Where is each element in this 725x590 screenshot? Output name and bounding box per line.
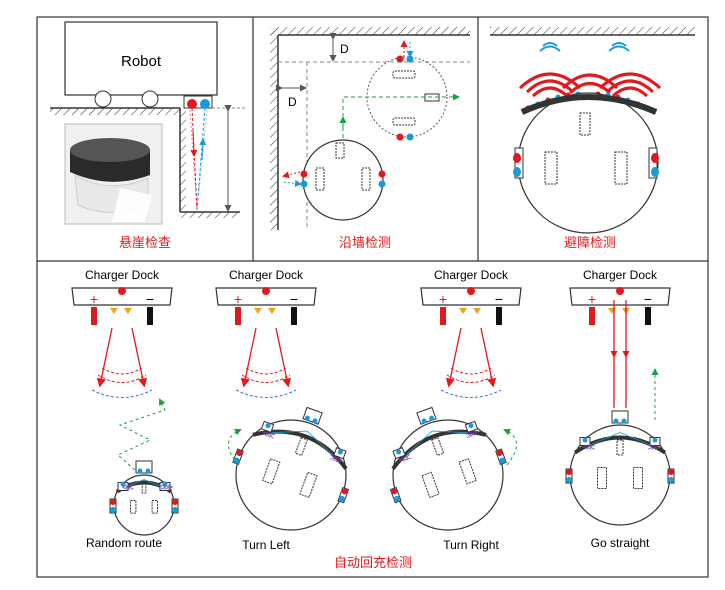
dock-emitter [616, 287, 624, 295]
ir-beam-turn-right [440, 327, 502, 398]
dock-ir-emitters [608, 308, 630, 314]
mode-label-random-route: Random route [86, 536, 162, 550]
dock-contact-positive [91, 307, 97, 325]
wall-caption: 沿墙检测 [339, 236, 391, 251]
cliff-emit-beam [191, 107, 198, 211]
robot-label: Robot [121, 53, 162, 70]
d-label-left: D [288, 95, 297, 109]
d-label-top: D [340, 42, 349, 56]
dock-plus: + [90, 291, 98, 307]
dock-minus: − [146, 291, 154, 307]
dock-label: Charger Dock [434, 268, 509, 282]
charger-dock [215, 287, 317, 306]
dock-contact-negative [291, 307, 297, 325]
dock-plus: + [234, 291, 242, 307]
cliff-receiver [200, 99, 210, 109]
svg-text:⋘: ⋘ [122, 482, 135, 492]
robot-wheel-right [141, 90, 159, 108]
dock-contact-positive [440, 307, 446, 325]
recharge-mode-turn-left: Charger Dock + − [215, 268, 317, 325]
dock-minus: − [495, 291, 503, 307]
outer-border [36, 16, 709, 578]
robot-turn-right [392, 419, 504, 531]
dock-contact-negative [147, 307, 153, 325]
cliff-caption: 悬崖检查 [119, 236, 171, 251]
svg-text:⋙: ⋙ [328, 452, 344, 466]
robot-turn-left [235, 419, 347, 531]
cliff-panel: Robot 悬崖检查 [50, 21, 245, 251]
path-random [117, 398, 166, 471]
mode-label-turn-left: Turn Left [242, 538, 290, 552]
dock-ir-emitters [254, 308, 276, 314]
path-turn-left [228, 428, 242, 466]
robot-wheel-left [94, 90, 112, 108]
dock-ir-emitters [110, 308, 132, 314]
path-turn-right [503, 428, 517, 466]
dock-emitter [262, 287, 270, 295]
svg-text:⋘: ⋘ [397, 451, 413, 465]
recharge-mode-random-route: Charger Dock + − [71, 268, 173, 325]
recharge-panel: Charger Dock+−Charger Dock+−Charger Dock… [71, 268, 675, 552]
cliff-return-beam [196, 107, 206, 211]
wall-panel: D D 沿墙检测 [270, 27, 470, 251]
svg-text:⋘: ⋘ [583, 442, 596, 452]
obstacle-caption: 避障检测 [564, 236, 616, 251]
cliff-emitter [187, 99, 197, 109]
dock-contact-positive [235, 307, 241, 325]
dock-label: Charger Dock [85, 268, 160, 282]
obstacle-panel: ⋘ ⋙ 避障检测 [490, 27, 695, 251]
recharge-caption: 自动回充检测 [334, 555, 412, 571]
svg-text:⋙: ⋙ [464, 427, 480, 441]
ir-beam-random-route [91, 327, 153, 398]
dock-emitter [118, 287, 126, 295]
robot-obstacle [517, 92, 659, 234]
recharge-mode-go-straight: Charger Dock + − [569, 268, 671, 325]
dock-contact-negative [645, 307, 651, 325]
robot-body [64, 21, 218, 96]
dock-label: Charger Dock [583, 268, 658, 282]
dock-ir-emitters [459, 308, 481, 314]
recharge-mode-turn-right: Charger Dock + − [420, 268, 522, 325]
mode-label-go-straight: Go straight [591, 536, 650, 550]
robot-wall-follow [302, 139, 384, 221]
svg-text:⋘: ⋘ [261, 428, 277, 442]
mode-label-turn-right: Turn Right [443, 538, 499, 552]
dock-emitter [467, 287, 475, 295]
dock-contact-negative [496, 307, 502, 325]
svg-text:⋙: ⋙ [161, 482, 174, 492]
dock-plus: + [588, 291, 596, 307]
charger-dock [569, 287, 671, 306]
charger-dock [420, 287, 522, 306]
dock-minus: − [644, 291, 652, 307]
dock-plus: + [439, 291, 447, 307]
dock-label: Charger Dock [229, 268, 304, 282]
dock-contact-positive [589, 307, 595, 325]
charger-dock [71, 287, 173, 306]
svg-text:⋙: ⋙ [648, 442, 661, 452]
dock-minus: − [290, 291, 298, 307]
ir-beam-turn-left [235, 327, 297, 398]
